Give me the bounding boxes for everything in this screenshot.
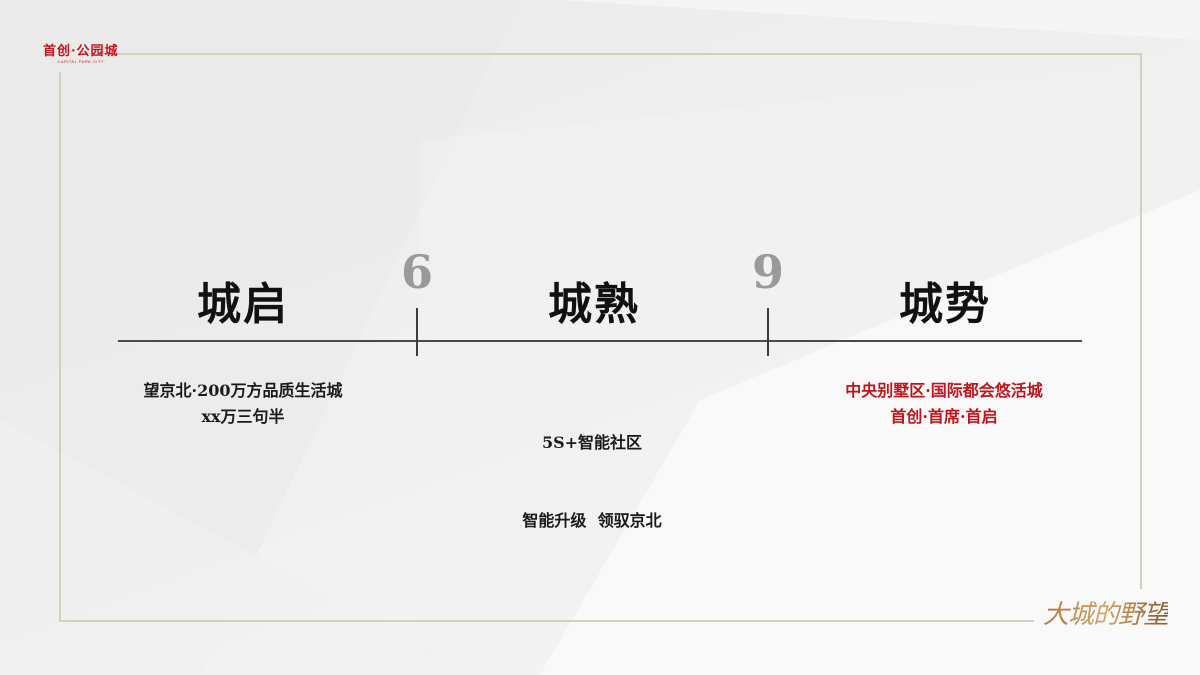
timeline-marker-6: 6 [400, 245, 433, 299]
frame-left [59, 72, 61, 622]
stage-desc-line: xx万三句半 [201, 407, 285, 426]
timeline-marker-9: 9 [751, 245, 784, 299]
logo-english: CAPITAL PARK CITY [57, 59, 105, 64]
stage-desc-momentum: 中央别墅区·国际都会悠活城 首创·首席·首启 [784, 378, 1104, 430]
stage-desc-line: 中央别墅区·国际都会悠活城 [845, 381, 1043, 400]
frame-right [1140, 53, 1142, 589]
frame-top [104, 53, 1142, 55]
timeline-tick-2 [767, 308, 769, 356]
frame-bottom [59, 620, 1034, 622]
stage-desc-line: 智能升级 领驭京北 [522, 511, 662, 530]
brand-logo: 首创·公园城 CAPITAL PARK CITY [43, 45, 119, 65]
stage-title-start: 城启 [197, 279, 289, 330]
stage-title-mature: 城熟 [548, 279, 640, 330]
timeline-axis [118, 340, 1082, 342]
stage-desc-start: 望京北·200万方品质生活城 xx万三句半 [83, 378, 403, 430]
stage-desc-line: 望京北·200万方品质生活城 [143, 381, 343, 400]
logo-chinese: 首创·公园城 [43, 44, 119, 59]
timeline-tick-1 [416, 308, 418, 356]
stage-desc-line: 5S+智能社区 [541, 433, 643, 452]
stage-title-momentum: 城势 [899, 279, 991, 330]
stage-desc-mature: 5S+智能社区 智能升级 领驭京北 [432, 378, 752, 560]
calligraphy-signature: 大城的野望 [1043, 594, 1169, 631]
stage-desc-line: 首创·首席·首启 [890, 407, 998, 426]
